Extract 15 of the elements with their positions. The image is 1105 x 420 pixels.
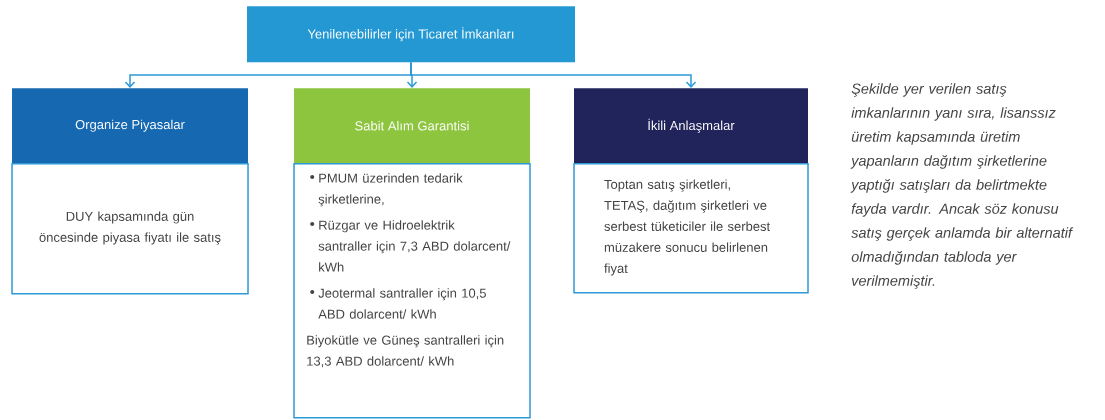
header-box: Sabit Alım Garantisi xyxy=(294,88,530,164)
header-box: İkili Anlaşmalar xyxy=(574,88,808,164)
content-box xyxy=(293,163,531,419)
description-text: DUY kapsamında gün öncesinde piyasa fiyatı ile satış xyxy=(39,211,221,245)
list-item: Rüzgar ve Hidroelektrik santraller için 7,3 ABD dolarcent/ kWh xyxy=(310,220,511,272)
list-item: PMUM üzerinden tedarik şirketlerine, xyxy=(310,173,463,207)
content-box xyxy=(11,163,249,295)
arrow xyxy=(410,61,697,88)
list-item: Biyokütle ve Güneş santralleri için 13,3 ABD dolarcent/ kWh xyxy=(307,335,504,368)
description-text: Toptan satış şirketleri, TETAŞ, dağıtım şirketleri ve serbest tüketiciler ile serbest müzakere sonucu belirlenen fiyat xyxy=(604,179,771,276)
note-text: Şekilde yer verilen satış imkanlarının yanı sıra, lisanssız üretim kapsamında üretim yapanların dağıtım şirketlerine yaptığı satışları da belirtmekte fayda vardır. Ancak söz konusu satış gerçek anlamda bir alternatif olmadığından tabloda yer verilmemiştir. xyxy=(850,83,1074,289)
header-box: Yenilenebilirler için Ticaret İmkanları xyxy=(247,6,575,63)
header-box: Organize Piyasalar xyxy=(12,88,248,164)
list-item: Jeotermal santraller için 10,5 ABD dolarcent/ kWh xyxy=(310,288,486,319)
content-box xyxy=(573,163,809,294)
